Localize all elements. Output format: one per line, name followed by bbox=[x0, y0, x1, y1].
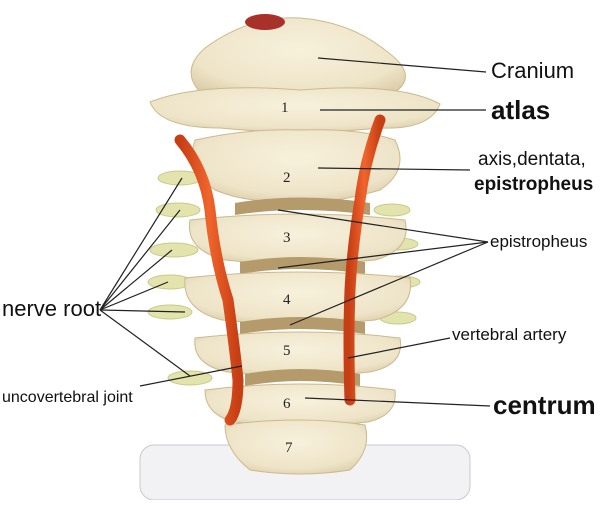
label-epistropheus-bold: epistropheus bbox=[474, 174, 594, 195]
vertebra-number-7: 7 bbox=[285, 440, 293, 456]
label-vertebral-artery: vertebral artery bbox=[452, 325, 567, 344]
label-atlas: atlas bbox=[491, 95, 551, 125]
vertebra-number-4: 4 bbox=[283, 292, 291, 308]
vertebral-arteries bbox=[174, 114, 386, 426]
vertebra-number-5: 5 bbox=[283, 343, 291, 359]
vertebra-number-3: 3 bbox=[283, 230, 291, 246]
vertebra-number-6: 6 bbox=[283, 396, 291, 412]
vertebra-number-1: 1 bbox=[281, 100, 289, 116]
label-cranium: Cranium bbox=[491, 58, 575, 83]
label-uncovertebral-joint: uncovertebral joint bbox=[2, 389, 133, 406]
label-centrum: centrum bbox=[493, 390, 596, 420]
label-nerve-root: nerve root bbox=[2, 296, 102, 321]
vertebra-number-2: 2 bbox=[283, 170, 291, 186]
label-axis-dentata: axis,dentata, bbox=[478, 149, 586, 170]
label-epistropheus: epistropheus bbox=[490, 232, 588, 251]
